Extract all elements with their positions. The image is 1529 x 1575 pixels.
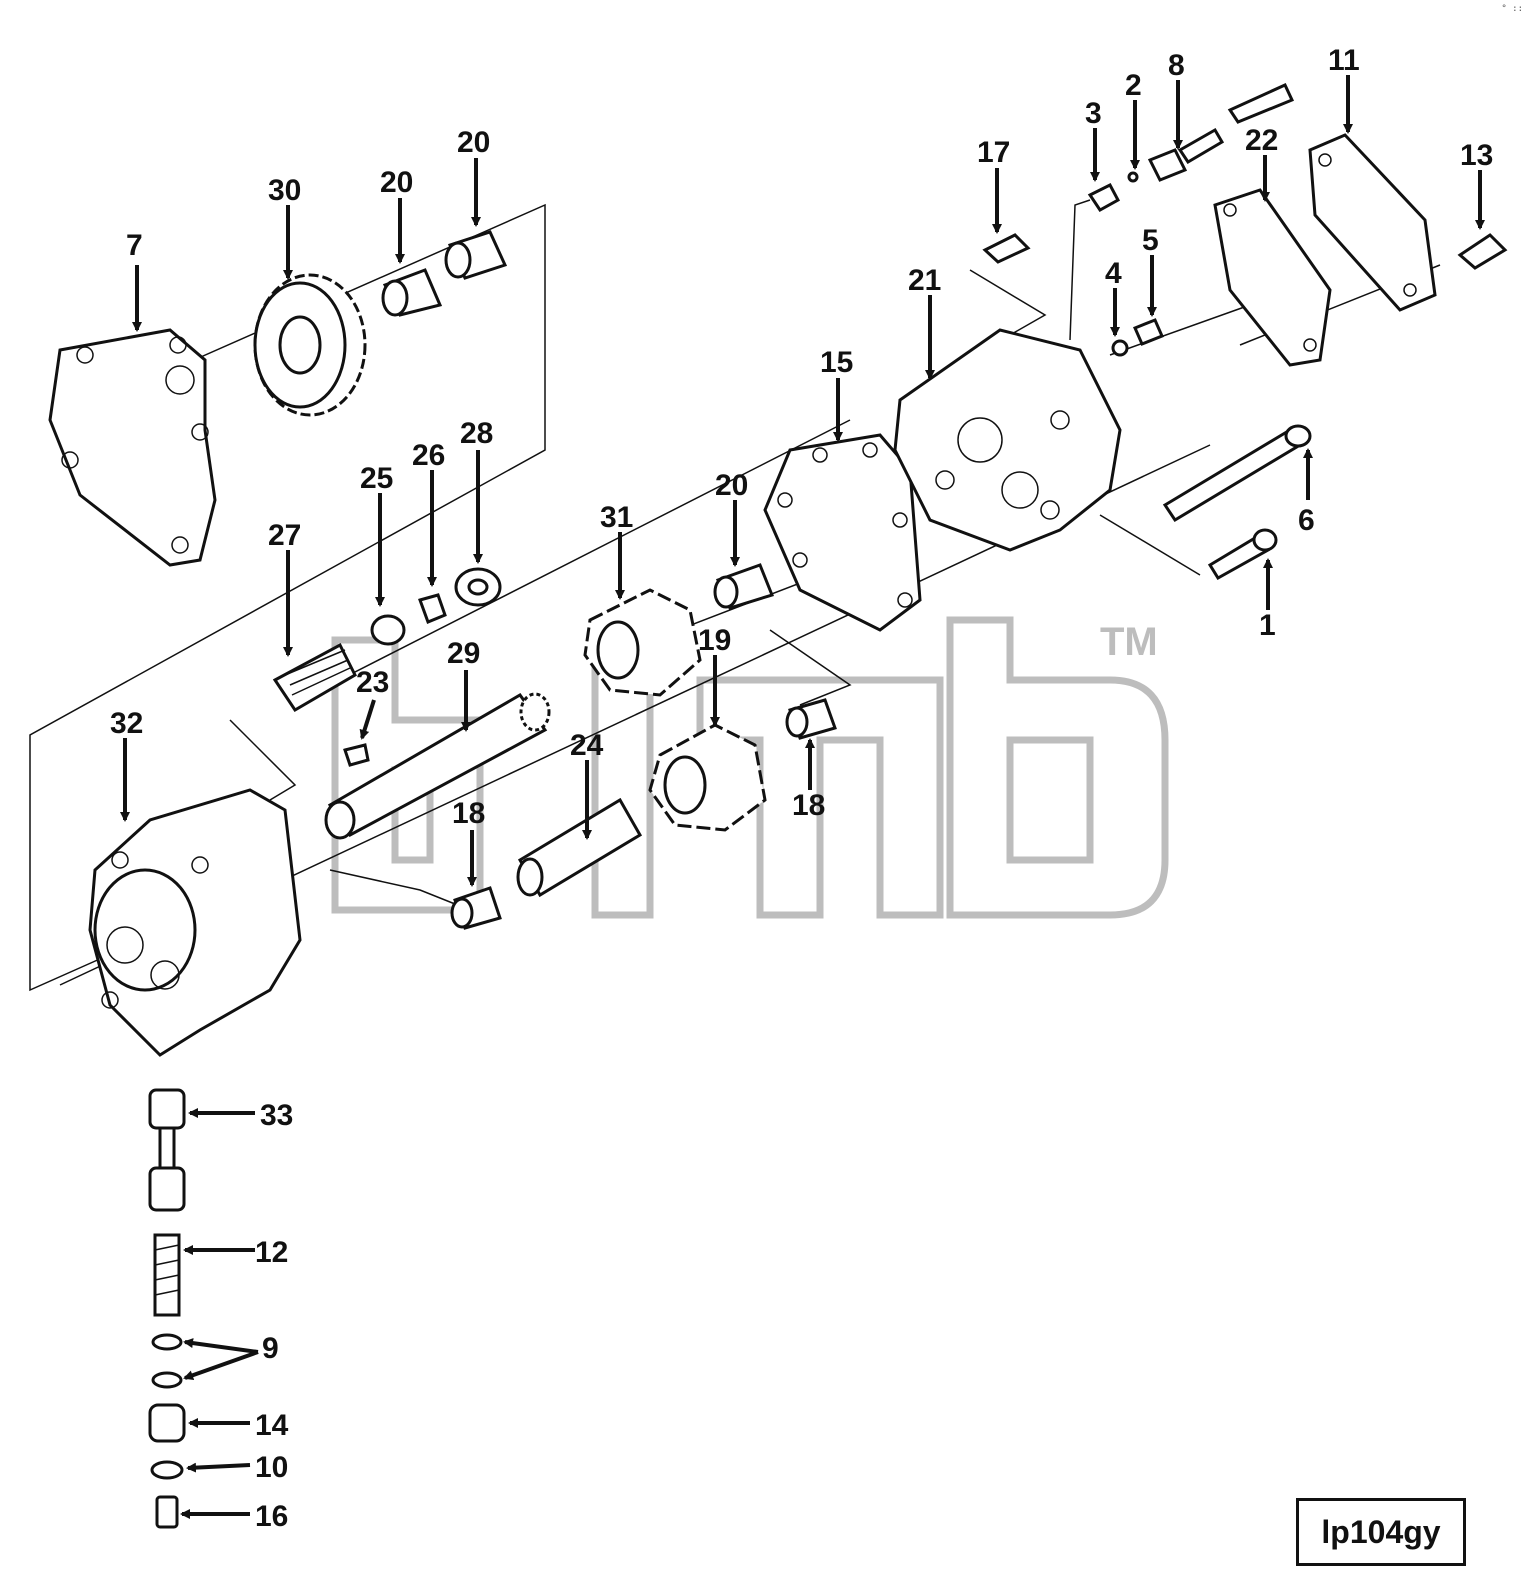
gasket-15	[763, 433, 922, 632]
callout-labels: 7 30 20 20 27 25 26 28 23 29 32 18 24 31…	[110, 44, 1493, 1533]
callout-26: 26	[412, 439, 445, 472]
plunger-26	[418, 593, 447, 624]
idler-shaft-24	[516, 797, 643, 898]
callout-7: 7	[126, 229, 143, 262]
bushing-18-left	[450, 886, 502, 930]
corner-mark: ° ::	[1501, 4, 1523, 14]
bushing-20-lower	[713, 563, 774, 610]
callout-17: 17	[977, 136, 1010, 169]
figure-reference-code: lp104gy	[1296, 1498, 1466, 1566]
key-23	[343, 743, 370, 767]
screw-16	[155, 1495, 179, 1529]
plug-5	[1133, 318, 1164, 346]
bushing-18-right	[785, 698, 837, 740]
callout-9: 9	[262, 1332, 279, 1365]
plate-22	[1213, 188, 1332, 367]
watermark-tm: TM	[1100, 620, 1158, 664]
callout-11: 11	[1328, 44, 1360, 77]
callout-2: 2	[1125, 69, 1142, 102]
callout-arrows	[120, 75, 1485, 1519]
bolt-6	[1162, 424, 1312, 523]
callout-25: 25	[360, 462, 393, 495]
callout-8: 8	[1168, 49, 1185, 82]
callout-1: 1	[1259, 609, 1276, 642]
callout-20-b: 20	[457, 126, 490, 159]
callout-32: 32	[110, 707, 143, 740]
plug-14	[148, 1403, 186, 1443]
spring-12	[153, 1233, 181, 1317]
bolt-17	[982, 233, 1031, 264]
callout-33: 33	[260, 1099, 293, 1132]
callout-14: 14	[255, 1409, 289, 1442]
callout-27: 27	[268, 519, 301, 552]
bolt-1	[1207, 528, 1278, 581]
callout-16: 16	[255, 1500, 288, 1533]
callout-23: 23	[356, 666, 389, 699]
callout-30: 30	[268, 174, 301, 207]
callout-5: 5	[1142, 224, 1159, 257]
o-ring-4	[1111, 339, 1129, 357]
callout-3: 3	[1085, 97, 1102, 130]
callout-20-a: 20	[380, 166, 413, 199]
gasket-7	[48, 328, 217, 567]
o-ring-9-a	[151, 1333, 183, 1351]
ball-2	[1127, 171, 1139, 183]
drive-shaft-29	[324, 692, 551, 840]
callout-22: 22	[1245, 124, 1278, 157]
callout-31: 31	[600, 501, 633, 534]
callout-18-b: 18	[792, 789, 825, 822]
washer-10	[150, 1460, 184, 1480]
ring-25	[370, 614, 406, 646]
seal-28-inner	[467, 578, 489, 596]
gear-31	[583, 588, 702, 697]
bolt-13	[1457, 233, 1508, 270]
callout-28: 28	[460, 417, 493, 450]
fitting-3	[1087, 183, 1121, 212]
callout-19: 19	[698, 624, 731, 657]
callout-13: 13	[1460, 139, 1493, 172]
valve-8	[1147, 83, 1295, 182]
callout-6: 6	[1298, 504, 1315, 537]
gear-19	[648, 723, 767, 832]
callout-15: 15	[820, 346, 853, 379]
callout-29: 29	[447, 637, 480, 670]
callout-4: 4	[1105, 257, 1122, 290]
callout-10: 10	[255, 1451, 288, 1484]
callout-24: 24	[570, 729, 604, 762]
callout-21: 21	[908, 264, 941, 297]
drive-gear-30	[253, 273, 367, 417]
spring-27	[272, 642, 357, 713]
valve-33	[148, 1088, 186, 1212]
callout-12: 12	[255, 1236, 288, 1269]
bushing-20-upper	[381, 230, 508, 317]
pump-cover-21	[893, 328, 1122, 552]
o-ring-9-b	[151, 1371, 183, 1389]
callout-20-c: 20	[715, 469, 748, 502]
callout-18-a: 18	[452, 797, 485, 830]
plate-11	[1308, 133, 1437, 312]
pump-body-32	[88, 788, 302, 1057]
gasket-7-holes	[61, 336, 209, 554]
